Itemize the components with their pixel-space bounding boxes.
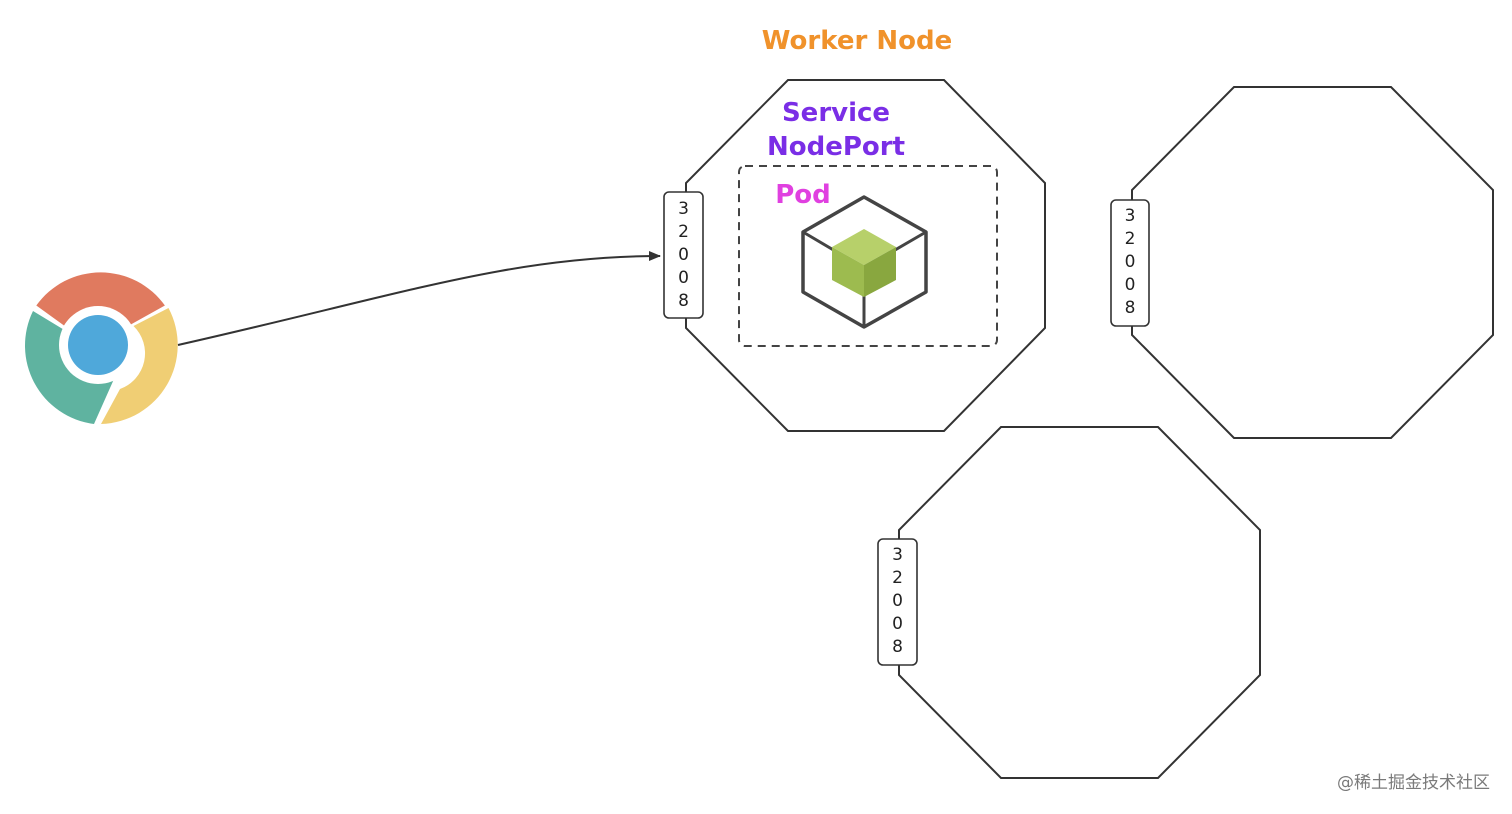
port-3-digit-1: 3 bbox=[892, 545, 903, 565]
pod-boundary bbox=[738, 165, 998, 347]
node-port-3: 3 2 0 0 8 bbox=[877, 538, 918, 666]
nodeport-label: NodePort bbox=[767, 132, 905, 162]
worker-node-2-outline bbox=[1131, 86, 1494, 439]
cube-icon bbox=[801, 195, 928, 329]
port-1-digit-3: 0 bbox=[678, 245, 689, 265]
port-2-digit-3: 0 bbox=[1125, 252, 1136, 272]
port-2-digit-4: 0 bbox=[1125, 275, 1136, 295]
port-2-digit-1: 3 bbox=[1125, 206, 1136, 226]
connection-arrow bbox=[177, 251, 661, 346]
port-2-digit-5: 8 bbox=[1125, 298, 1136, 318]
worker-node-3-outline bbox=[898, 426, 1261, 779]
port-2-digit-2: 2 bbox=[1125, 229, 1136, 249]
chrome-icon bbox=[25, 272, 178, 424]
node-port-2: 3 2 0 0 8 bbox=[1110, 199, 1150, 327]
worker-node-title: Worker Node bbox=[762, 26, 952, 56]
pod-label: Pod bbox=[775, 180, 831, 210]
port-1-digit-2: 2 bbox=[678, 222, 689, 242]
service-label: Service bbox=[782, 98, 890, 128]
port-3-digit-3: 0 bbox=[892, 591, 903, 611]
watermark-text: @稀土掘金技术社区 bbox=[1337, 773, 1490, 793]
port-1-digit-5: 8 bbox=[678, 291, 689, 311]
port-1-digit-4: 0 bbox=[678, 268, 689, 288]
port-3-digit-4: 0 bbox=[892, 614, 903, 634]
node-port-1: 3 2 0 0 8 bbox=[663, 191, 704, 319]
port-3-digit-5: 8 bbox=[892, 637, 903, 657]
port-1-digit-1: 3 bbox=[678, 199, 689, 219]
port-3-digit-2: 2 bbox=[892, 568, 903, 588]
